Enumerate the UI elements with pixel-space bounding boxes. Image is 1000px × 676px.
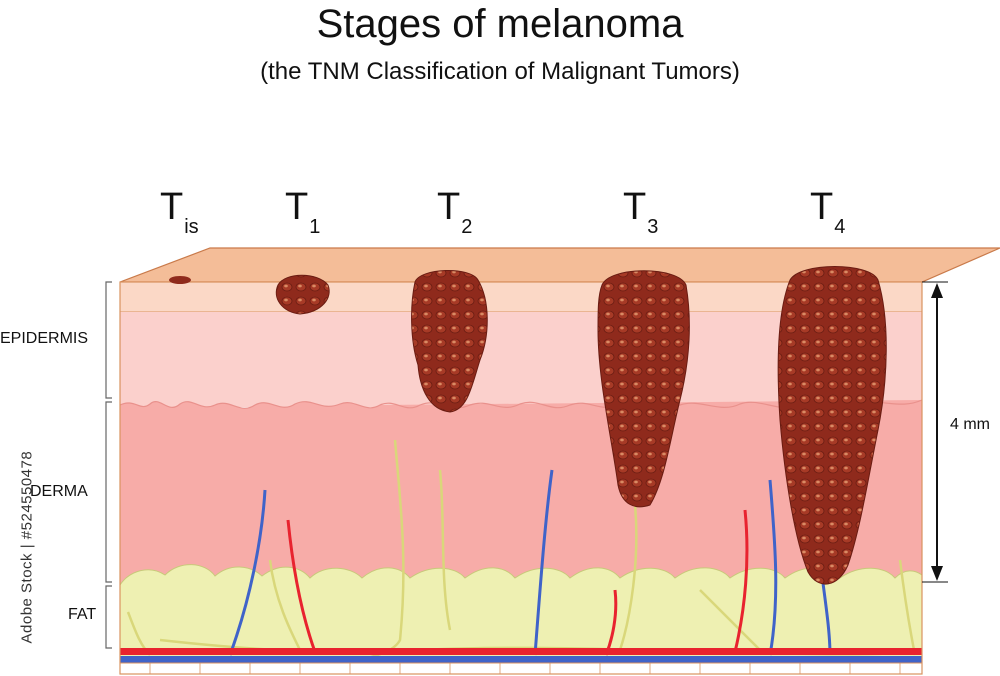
depth-arrow [922, 281, 948, 583]
derma-label: DERMA [30, 483, 88, 500]
watermark-text: Adobe Stock | #524550478 [18, 450, 36, 644]
tumor-t3 [597, 270, 690, 508]
base-band [119, 662, 923, 675]
depth-label: 4 mm [950, 416, 990, 433]
epidermis-label: EPIDERMIS [0, 330, 89, 347]
epidermis-bracket [105, 281, 112, 399]
base-grid [149, 663, 901, 674]
page-subtitle: (the TNM Classification of Malignant Tum… [260, 58, 740, 85]
stage-label-t2: T2 [437, 186, 473, 238]
derma-layer [120, 400, 922, 585]
fat-bracket [105, 585, 112, 649]
tumor-t1 [275, 274, 330, 315]
vein-band [120, 656, 922, 663]
stage-label-t3: T3 [623, 186, 659, 238]
fat-label: FAT [68, 606, 97, 623]
stage-label-tis: Tis [160, 186, 199, 238]
derma-bracket [105, 401, 112, 583]
page-title: Stages of melanoma [316, 2, 684, 46]
tumor-t2 [411, 270, 488, 413]
stage-label-t4: T4 [810, 186, 846, 238]
tumor-t4 [777, 266, 887, 585]
tumor-tis [169, 276, 191, 284]
artery-band [120, 648, 922, 655]
stage-label-t1: T1 [285, 186, 321, 238]
block-outline [119, 281, 923, 675]
